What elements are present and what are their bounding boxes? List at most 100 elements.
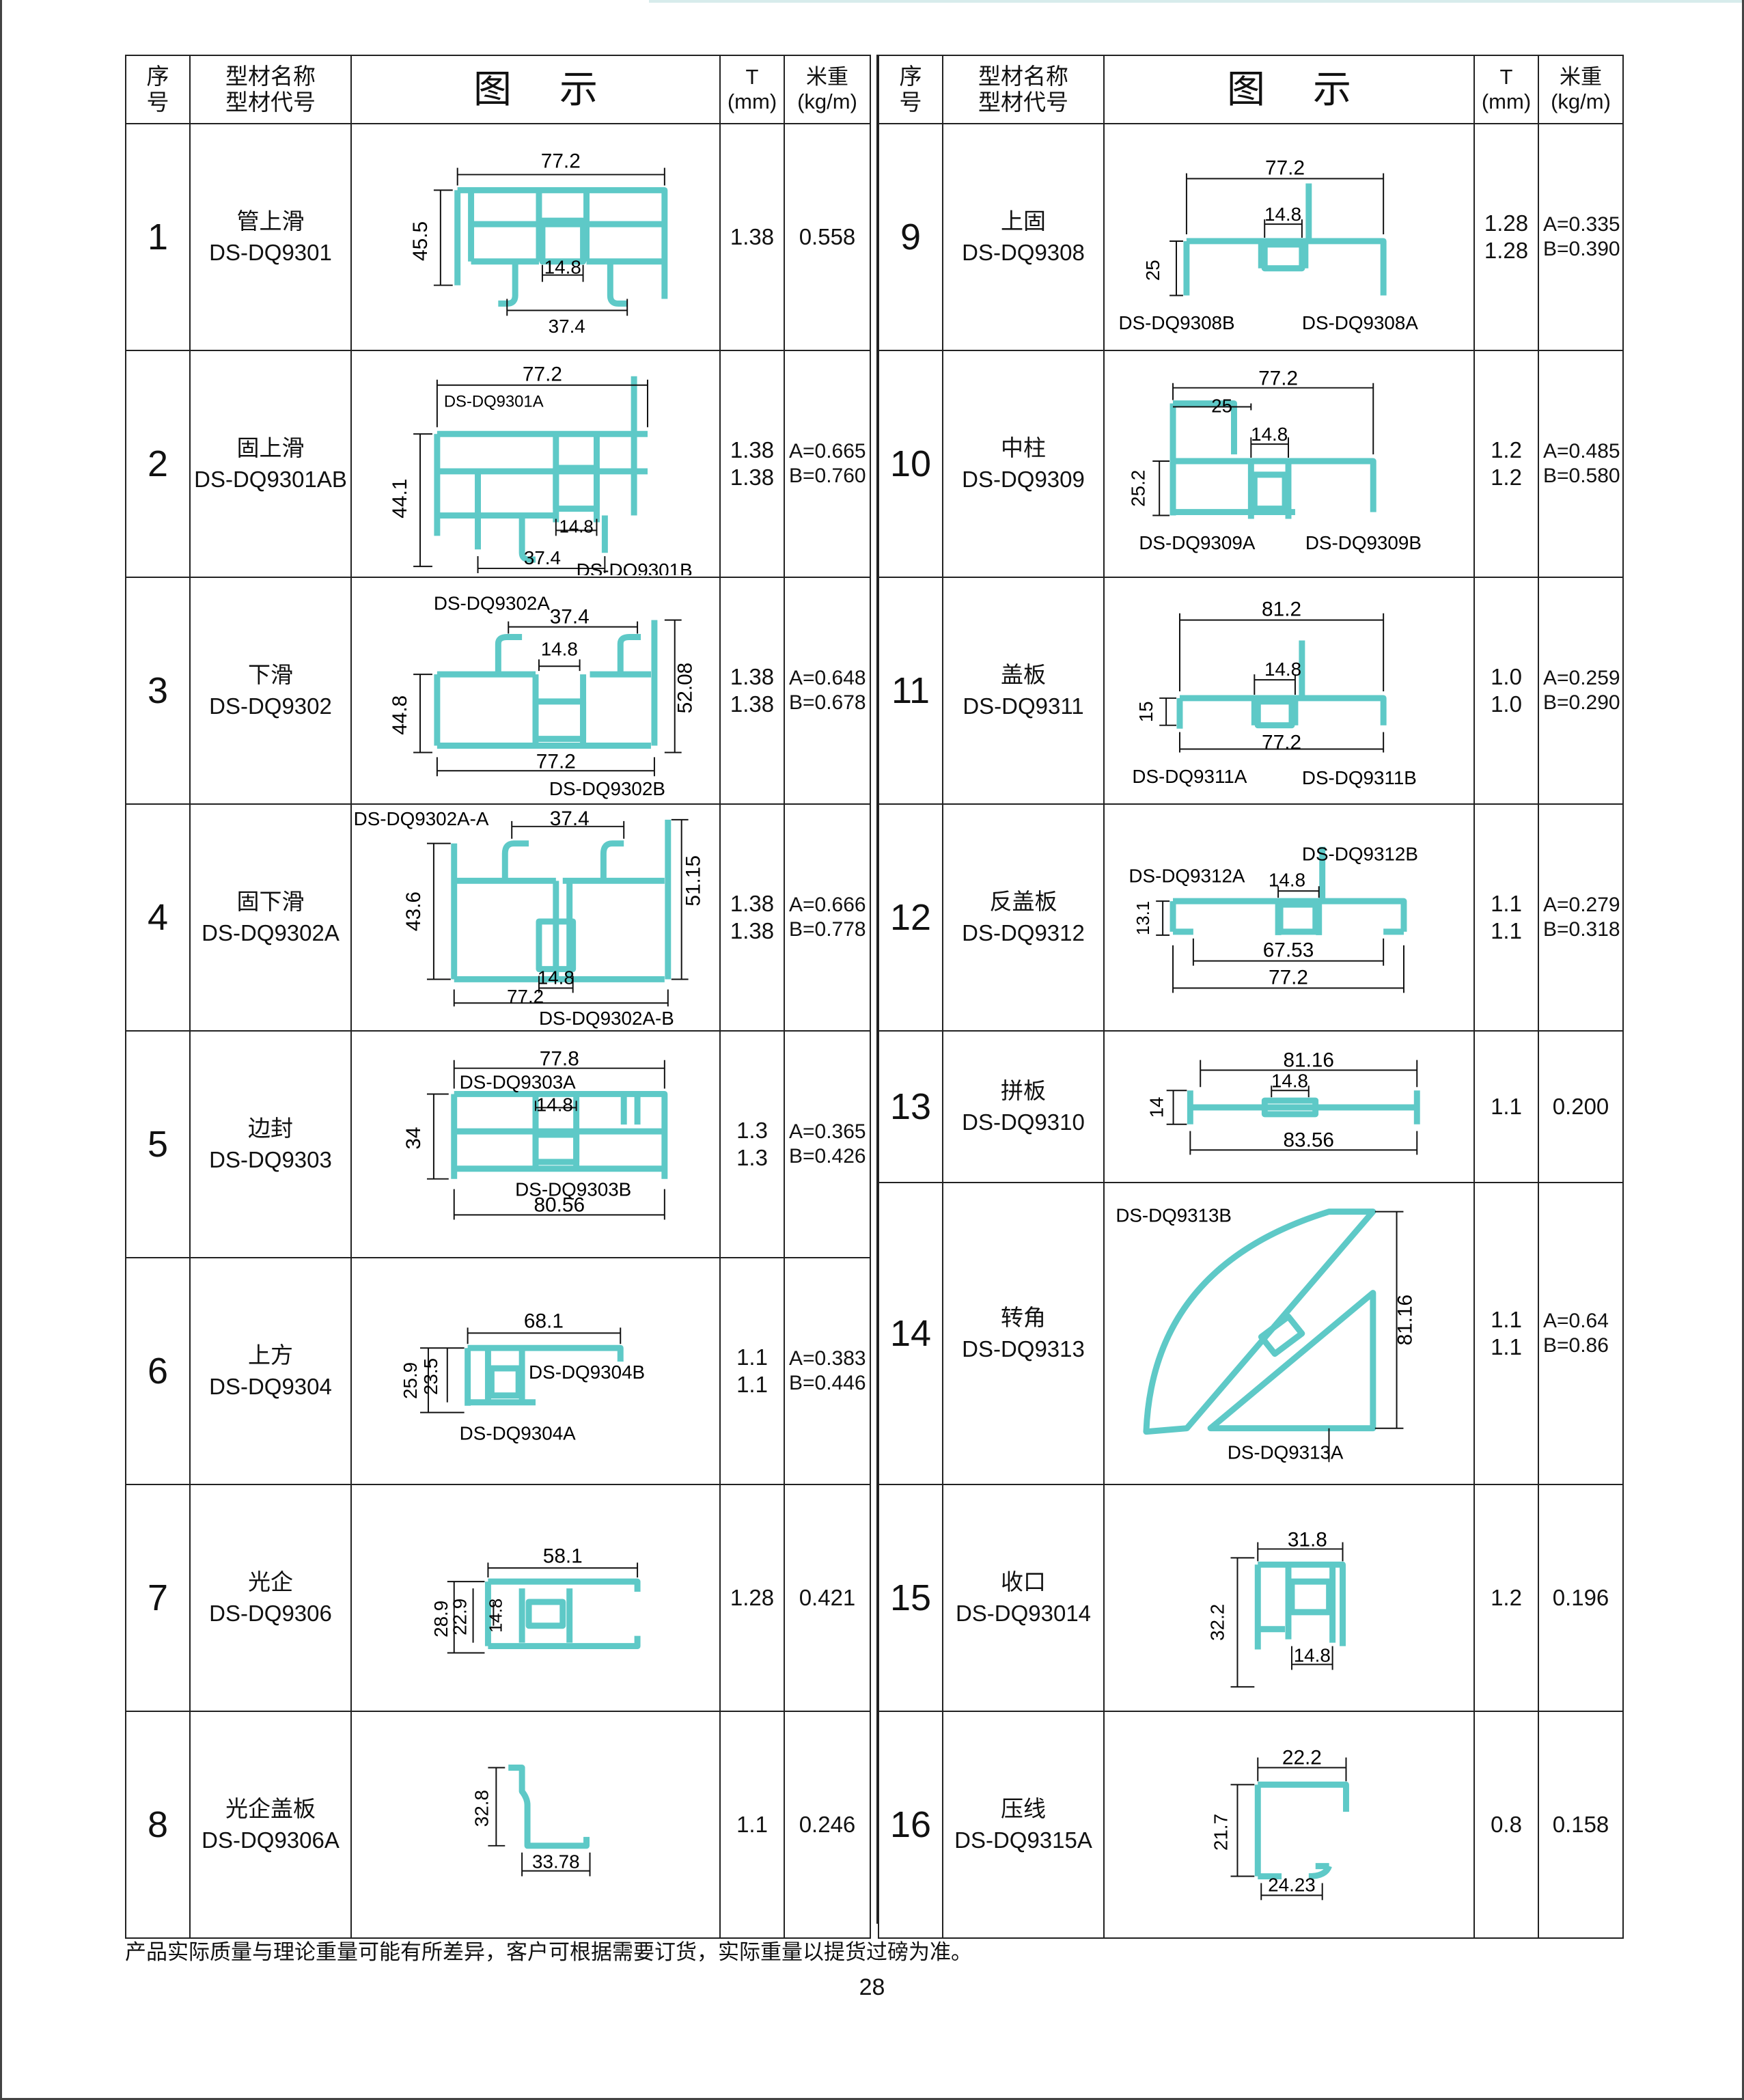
header-name: 型材名称型材代号 [189, 55, 352, 124]
dim-height: 21.7 [1210, 1814, 1232, 1851]
weight-value: A=0.259 B=0.290 [1538, 577, 1624, 805]
dim-height: 32.8 [471, 1790, 492, 1827]
dimension-lines [1328, 1211, 1404, 1463]
dim-mid: 14.8 [1264, 204, 1301, 225]
dim-mid: 14.8 [559, 517, 593, 536]
row-number: 10 [878, 350, 943, 578]
weight-value: A=0.383 B=0.446 [784, 1257, 871, 1485]
profile-code: DS-DQ9311 [963, 693, 1084, 719]
dimension-lines [420, 1327, 622, 1413]
header-t-line2: (mm) [1481, 89, 1532, 113]
profile-code: DS-DQ9306A [202, 1827, 340, 1853]
dim-mid: 14.8 [541, 638, 578, 659]
profile-name: 压线 [1001, 1796, 1046, 1822]
code-b: DS-DQ9302A-B [539, 1008, 674, 1029]
row-number: 7 [125, 1484, 191, 1712]
dim-width: 22.2 [1282, 1747, 1322, 1769]
profile-name: 管上滑 [236, 208, 305, 234]
dimension-lines [1166, 1060, 1418, 1155]
dimension-lines [1152, 383, 1374, 516]
thickness-value: 1.28 [719, 1484, 785, 1712]
code-a: DS-DQ9311A [1132, 766, 1247, 787]
row-number: 11 [878, 577, 943, 805]
profile-drawing-3: DS-DQ9302A 37.4 14.8 44.8 52.08 77.2 DS-… [389, 593, 696, 799]
header-weight: 米重(kg/m) [784, 55, 871, 124]
thickness-value: 1.1 [1473, 1030, 1539, 1183]
profile-name: 光企盖板 [225, 1796, 316, 1822]
dim-height: 25.9 [400, 1362, 421, 1399]
header-w-line2: (kg/m) [797, 89, 857, 113]
weight-value: A=0.666 B=0.778 [784, 803, 871, 1032]
profile-figure: DS-DQ9312B DS-DQ9312A 14.8 13.1 67.53 77… [1103, 803, 1475, 1032]
header-seq-label: 序号 [899, 64, 922, 115]
profile-name: 转角 [1001, 1305, 1046, 1331]
profile-shape [1183, 183, 1387, 296]
dim-width: 33.78 [532, 1851, 580, 1873]
thickness-value: 1.3 1.3 [719, 1030, 785, 1258]
profile-drawing-9: 77.2 14.8 25 DS-DQ9308B DS-DQ9308A [1119, 157, 1419, 334]
dim-mid: 14.8 [1251, 424, 1288, 445]
header-weight: 米重(kg/m) [1538, 55, 1624, 124]
dim-height-2: 51.15 [682, 855, 705, 907]
profile-drawing-11: 81.2 14.8 15 77.2 DS-DQ9311A DS-DQ9311B [1132, 598, 1417, 788]
profile-code: DS-DQ9313 [962, 1336, 1085, 1362]
header-t: T(mm) [1473, 55, 1539, 124]
dim-height: 14 [1146, 1097, 1167, 1118]
row-number: 4 [125, 803, 191, 1032]
weight-value: 0.200 [1538, 1030, 1624, 1183]
dim-bottom: 37.4 [524, 547, 561, 568]
profile-shape [434, 376, 648, 563]
profile-code: DS-DQ9302A [202, 920, 340, 945]
weight-value: 0.196 [1538, 1484, 1624, 1712]
dim-height: 25 [1142, 260, 1163, 281]
profile-shape [1254, 1781, 1349, 1880]
profile-name: 上固 [1001, 208, 1046, 234]
profile-figure: 22.2 21.7 24.23 [1103, 1711, 1475, 1939]
profile-shape [1143, 1208, 1376, 1435]
profile-shape [434, 620, 658, 749]
profile-name-cell: 管上滑 DS-DQ9301 [189, 123, 352, 351]
code-a: DS-DQ9304A [460, 1422, 576, 1443]
profile-name: 中柱 [1001, 435, 1046, 461]
dim-mid: 14.8 [1264, 659, 1301, 680]
profile-figure: 77.2 25 14.8 25.2 DS-DQ9309A DS-DQ9309B [1103, 350, 1475, 578]
weight-value: 0.558 [784, 123, 871, 351]
profile-code: DS-DQ9315A [954, 1827, 1092, 1853]
profile-figure: 81.16 14.8 14 83.56 [1103, 1030, 1475, 1183]
code-b: DS-DQ9301B [577, 559, 693, 575]
dim-mid: 14.8 [538, 967, 575, 988]
profile-code: DS-DQ9301 [209, 240, 332, 265]
profile-figure: 81.2 14.8 15 77.2 DS-DQ9311A DS-DQ9311B [1103, 577, 1475, 805]
dim-width: 77.2 [507, 986, 544, 1007]
thickness-value: 1.2 1.2 [1473, 350, 1539, 578]
dimension-lines [488, 1767, 591, 1877]
profile-drawing-7: 58.1 28.9 22.9 14.8 [430, 1545, 641, 1654]
code-b: DS-DQ9311B [1302, 767, 1417, 788]
dim-height: 44.8 [389, 695, 411, 735]
dim-height: 28.9 [430, 1601, 452, 1638]
dimension-lines [1230, 1542, 1344, 1688]
profile-code: DS-DQ9310 [962, 1109, 1085, 1135]
code-a: DS-DQ9302A-A [354, 808, 489, 829]
table-header-row: 序号 型材名称型材代号 图示 T(mm) 米重(kg/m) [125, 55, 871, 124]
dim-width-2: 25 [1211, 395, 1232, 416]
thickness-value: 1.38 1.38 [719, 803, 785, 1032]
dim-bottom: 37.4 [549, 316, 585, 337]
dim-mid: 14.8 [536, 1094, 573, 1115]
profile-shape [1169, 400, 1376, 519]
dim-bottom: 77.2 [1262, 731, 1301, 754]
